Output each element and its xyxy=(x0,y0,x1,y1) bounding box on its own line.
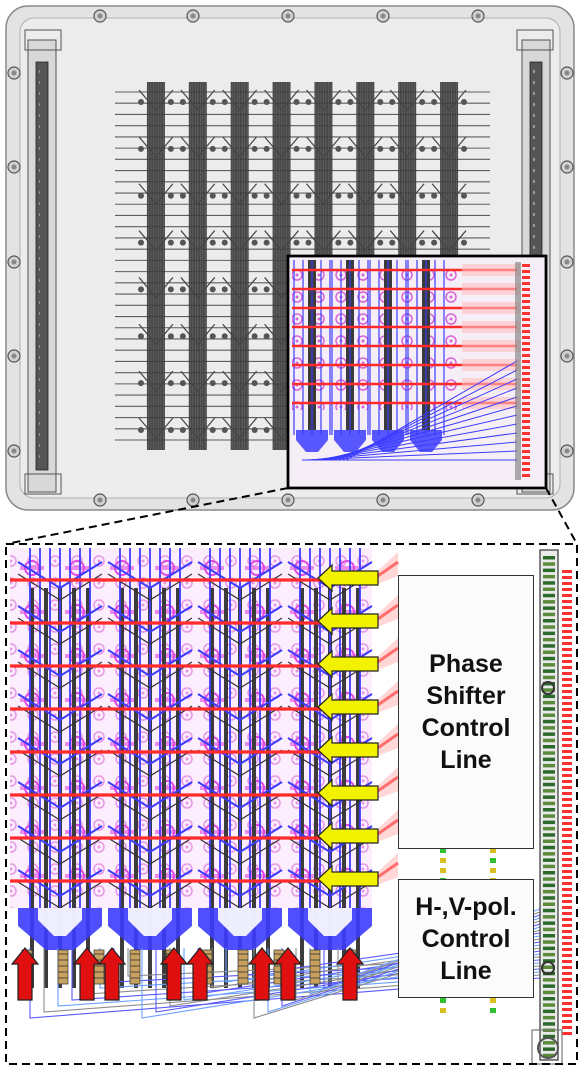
zoomed-traces xyxy=(10,548,572,1065)
polarization-control-arrow xyxy=(10,947,40,1001)
feed-trace xyxy=(120,588,124,988)
feed-trace xyxy=(210,588,214,988)
feed-trace xyxy=(44,588,48,988)
polarization-control-arrow xyxy=(97,947,127,1001)
bottom-via xyxy=(537,1037,559,1059)
feed-trace xyxy=(162,588,166,988)
feed-trace xyxy=(314,588,318,988)
polarization-control-arrow xyxy=(335,947,365,1001)
feed-trace xyxy=(300,588,304,988)
phase-control-arrow xyxy=(317,563,379,593)
phase-control-arrow xyxy=(317,778,379,808)
feed-trace xyxy=(86,588,90,988)
feed-trace xyxy=(266,588,270,988)
polarization-control-arrows xyxy=(10,947,365,1001)
polarization-control-arrow xyxy=(185,947,215,1001)
phase-control-arrow xyxy=(317,864,379,894)
zoom-region-traces xyxy=(292,260,530,480)
phase-control-arrows xyxy=(317,563,379,894)
polarization-control-arrow xyxy=(273,947,303,1001)
phase-control-arrow xyxy=(317,649,379,679)
surface-mount-component xyxy=(309,949,321,985)
phase-control-arrow xyxy=(317,821,379,851)
feed-trace xyxy=(176,588,180,988)
hv-pol-label: H-,V-pol. Control Line xyxy=(415,892,517,985)
surface-mount-component xyxy=(237,949,249,985)
surface-mount-component xyxy=(129,949,141,985)
phase-control-arrow xyxy=(317,606,379,636)
surface-mount-component xyxy=(93,949,105,985)
polarization-control-arrow xyxy=(159,947,189,1001)
phase-shifter-label-box: Phase Shifter Control Line xyxy=(398,575,534,849)
zoom-guide-left xyxy=(5,487,289,545)
top-board xyxy=(5,5,575,511)
zoom-right-pads xyxy=(562,568,572,1038)
phase-shifter-label: Phase Shifter Control Line xyxy=(421,650,511,774)
feed-trace xyxy=(30,588,34,988)
polarization-control-arrow xyxy=(247,947,277,1001)
feed-trace xyxy=(72,588,76,988)
phase-control-arrow xyxy=(317,692,379,722)
feed-trace xyxy=(224,588,228,988)
zoom-region xyxy=(286,254,548,490)
zoom-guide-right xyxy=(545,487,578,545)
feed-trace xyxy=(134,588,138,988)
mounting-holes xyxy=(7,9,574,507)
hv-pol-label-box: H-,V-pol. Control Line xyxy=(398,879,534,998)
phase-control-arrow xyxy=(317,735,379,765)
feed-trace xyxy=(252,588,256,988)
left-edge-connector xyxy=(24,29,62,495)
surface-mount-component xyxy=(57,949,69,985)
